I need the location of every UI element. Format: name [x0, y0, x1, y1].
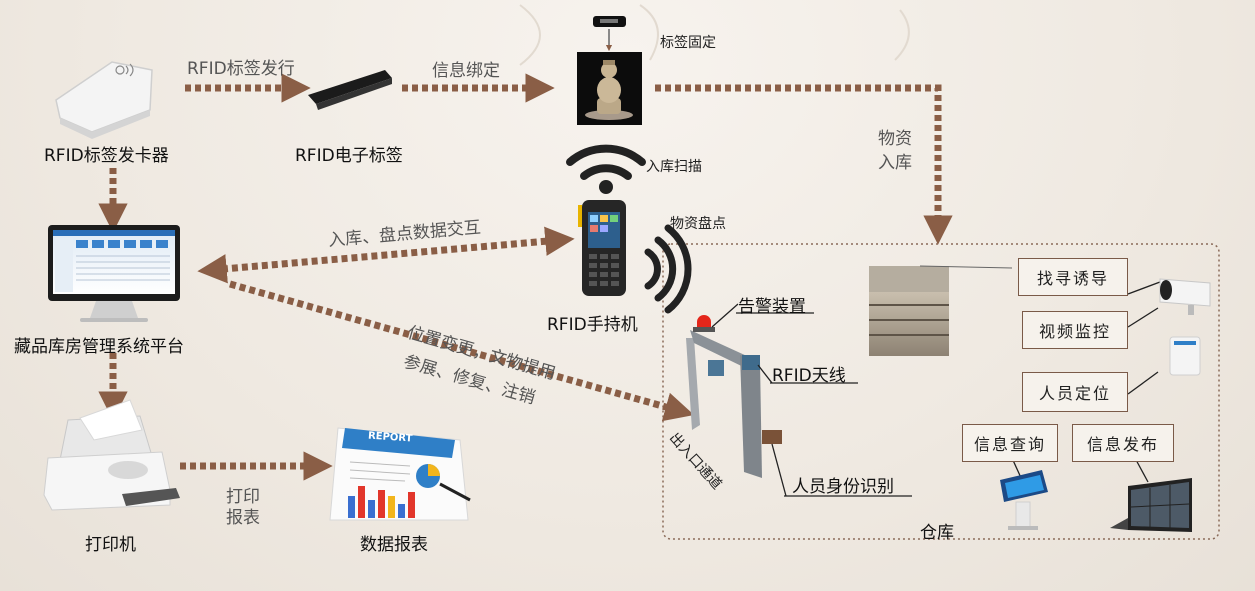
e-tag-label: RFID电子标签	[295, 146, 403, 166]
warehouse-shelves-photo	[869, 265, 1013, 356]
find-guide-box: 找寻诱导	[1018, 258, 1128, 296]
flow-tag-fix-label: 标签固定	[660, 35, 716, 51]
flow-arrows	[98, 73, 953, 481]
platform-label: 藏品库房管理系统平台	[14, 337, 184, 357]
info-query-box: 信息查询	[962, 424, 1058, 462]
rfid-handheld-image	[578, 200, 626, 296]
query-kiosk-image	[1000, 470, 1048, 530]
printer-image	[43, 399, 180, 511]
report-label: 数据报表	[360, 535, 428, 555]
background-texture	[519, 4, 910, 66]
card-issuer-label: RFID标签发卡器	[44, 146, 169, 166]
report-document-image	[329, 427, 471, 521]
inventory-signal-icon	[644, 224, 692, 314]
flow-print-line1: 打印	[226, 487, 260, 507]
video-camera-image	[1159, 278, 1211, 315]
staff-locate-box: 人员定位	[1022, 372, 1128, 412]
management-platform-monitor	[48, 225, 180, 322]
rfid-e-tag-image	[308, 70, 392, 110]
flow-print-line2: 报表	[226, 508, 260, 528]
scan-signal-icon	[566, 144, 646, 194]
antenna-label: RFID天线	[772, 366, 846, 386]
flow-material-in-line1: 物资	[878, 129, 912, 149]
flow-inventory-label: 物资盘点	[670, 216, 726, 232]
arrow-material-in	[655, 84, 953, 245]
arrow-location-change	[229, 280, 695, 422]
flow-material-in-line2: 入库	[878, 153, 912, 173]
warehouse-label: 仓库	[920, 523, 954, 543]
arrow-data-exchange	[197, 226, 575, 284]
locator-device-image	[1169, 336, 1201, 376]
video-monitor-box: 视频监控	[1022, 311, 1128, 349]
info-publish-box: 信息发布	[1072, 424, 1174, 462]
flow-in-scan-label: 入库扫描	[646, 159, 702, 175]
label-pointers	[711, 281, 1161, 497]
flow-tag-issue-label: RFID标签发行	[187, 59, 295, 79]
printer-label: 打印机	[85, 535, 136, 555]
handheld-label: RFID手持机	[547, 315, 638, 335]
flow-info-bind-label: 信息绑定	[432, 61, 500, 81]
info-display-wall-image	[1110, 478, 1192, 532]
rfid-gate-image	[686, 315, 782, 478]
artifact-photo	[577, 52, 642, 125]
rfid-card-issuer-image	[55, 61, 153, 139]
id-recognition-label: 人员身份识别	[792, 477, 894, 497]
alarm-label: 告警装置	[738, 297, 806, 317]
